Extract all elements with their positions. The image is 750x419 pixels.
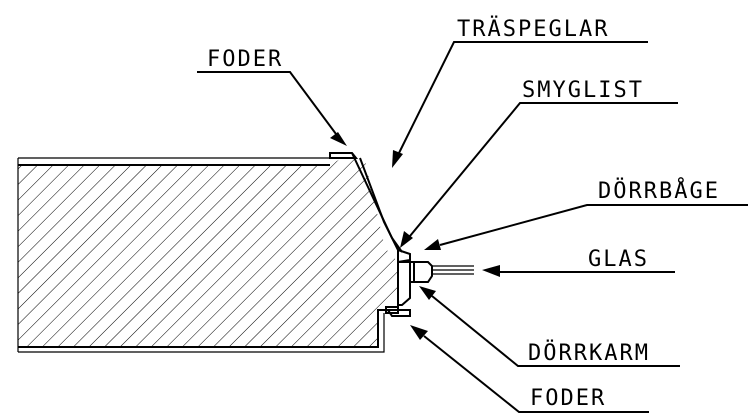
- dorrbage-part: [409, 261, 433, 283]
- leader-smyglist: [400, 102, 678, 248]
- leader-glas: [482, 265, 675, 277]
- label-smyglist: SMYGLIST: [522, 78, 644, 103]
- leader-traspeglar: [392, 41, 648, 168]
- label-dorrkarm: DÖRRKARM: [528, 340, 650, 366]
- traspeglar-part: [351, 152, 403, 253]
- wall-section: [17, 157, 398, 353]
- glas-part: [432, 265, 474, 275]
- wall-inner-outline: [18, 157, 385, 353]
- label-foder-top: FODER: [207, 47, 283, 72]
- label-traspeglar: TRÄSPEGLAR: [457, 16, 609, 42]
- leader-dorrbage: [424, 204, 748, 250]
- smyglist-part: [397, 248, 411, 264]
- leader-foder-top: [197, 71, 347, 146]
- leader-dorrkarm: [419, 286, 680, 367]
- leader-foder-bottom: [410, 325, 649, 413]
- label-glas: GLAS: [588, 247, 649, 272]
- label-dorrbage: DÖRRBÅGE: [598, 177, 720, 204]
- wall-hatch-fill: [18, 158, 398, 347]
- foder-bottom-part: [386, 309, 411, 317]
- label-foder-bottom: FODER: [530, 386, 606, 411]
- dorrkarm-part: [385, 261, 411, 314]
